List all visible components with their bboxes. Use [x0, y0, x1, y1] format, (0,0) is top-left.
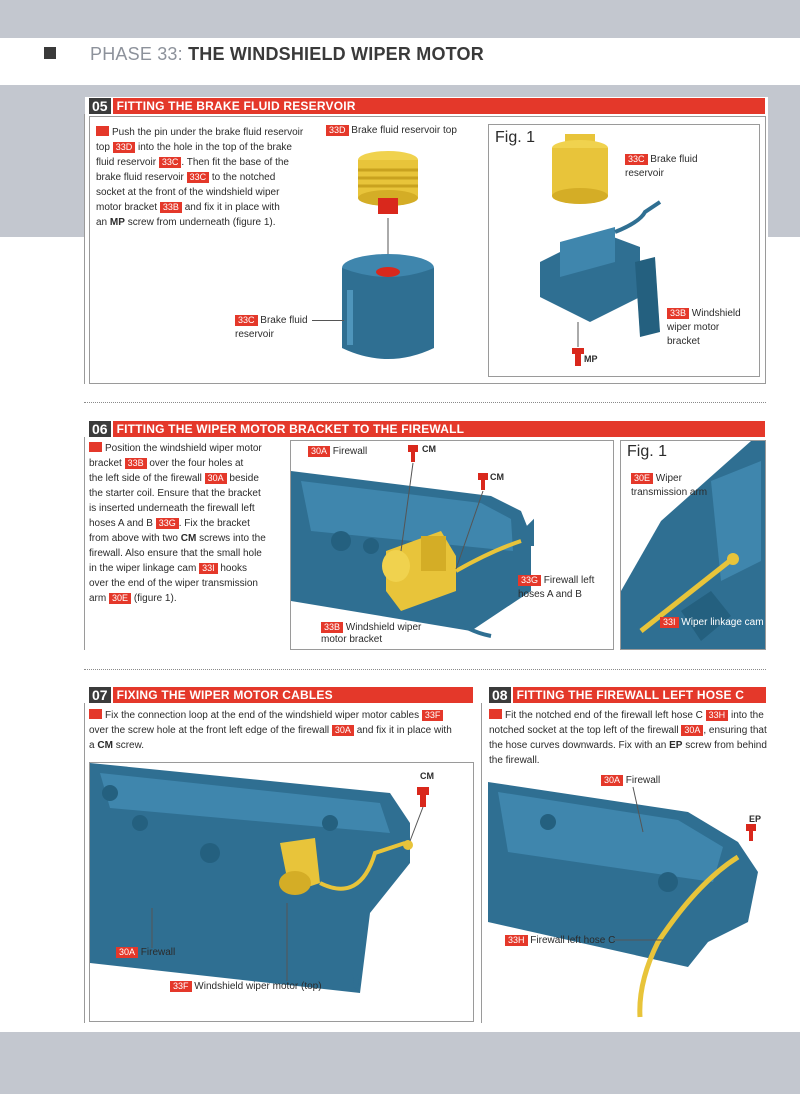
mid-band-left — [0, 85, 85, 237]
firewall-label: 30A Firewall — [601, 774, 660, 788]
top-band — [0, 0, 800, 38]
wiper-arm-illustration — [621, 441, 765, 649]
firewall-label: 30A Firewall — [308, 445, 367, 459]
wiper-arm-label: 30E Wiper transmission arm — [631, 473, 708, 498]
step-05-instructions: Push the pin under the brake fluid reser… — [96, 126, 304, 228]
step-07-instructions: Fix the connection loop at the end of th… — [89, 709, 452, 751]
step-05-frame — [89, 116, 766, 384]
reservoir-illustration — [342, 151, 434, 359]
hoses-label: 33G Firewall left hoses A and B — [518, 575, 595, 600]
divider — [84, 703, 85, 1023]
mid-band — [85, 85, 768, 97]
leader-line — [312, 320, 344, 321]
screw-label-mp: MP — [584, 354, 598, 364]
step-07-header: 07 FIXING THE WIPER MOTOR CABLES — [89, 687, 473, 703]
hose-label: 33H Firewall left hose C — [505, 934, 615, 948]
bracket-label: 33B Windshield wiper motor bracket — [321, 622, 422, 645]
figure-title: Fig. 1 — [627, 443, 668, 460]
step-08-header: 08 FITTING THE FIREWALL LEFT HOSE C — [489, 687, 766, 703]
divider — [84, 437, 85, 650]
reservoir-label: 33C Brake fluid reservoir — [235, 315, 308, 340]
firewall-bracket-illustration — [291, 445, 534, 638]
divider — [481, 703, 482, 1023]
page-title: PHASE 33: THE WINDSHIELD WIPER MOTOR — [90, 44, 484, 64]
fig-bracket-label: 33B Windshield wiper motor bracket — [667, 308, 741, 347]
section-divider — [84, 669, 766, 670]
motor-cable-illustration — [90, 763, 429, 993]
linkage-cam-label: 33I Wiper linkage cam — [660, 616, 764, 630]
screw-label-cm: CM — [490, 472, 504, 482]
screw-label-cm: CM — [422, 444, 436, 454]
step-08-instructions: Fit the notched end of the firewall left… — [489, 709, 767, 766]
figure-title: Fig. 1 — [495, 129, 536, 146]
mid-band-right — [768, 85, 800, 237]
reservoir-top-label: 33D Brake fluid reservoir top — [326, 124, 457, 138]
section-divider — [84, 402, 766, 403]
bottom-band — [0, 1032, 800, 1094]
divider — [84, 114, 85, 384]
firewall-label: 30A Firewall — [116, 946, 175, 960]
phase-marker — [44, 47, 56, 59]
step-06-header: 06 FITTING THE WIPER MOTOR BRACKET TO TH… — [89, 421, 765, 437]
bracket-reservoir-illustration — [540, 134, 662, 366]
step-05-header: 05 FITTING THE BRAKE FLUID RESERVOIR — [89, 98, 765, 114]
step-06-instructions: Position the windshield wiper motor brac… — [89, 442, 266, 604]
fig-reservoir-label: 33C Brake fluid reservoir — [625, 154, 698, 179]
screw-label-ep: EP — [749, 814, 762, 824]
motor-label: 33F Windshield wiper motor (top) — [170, 980, 322, 994]
hose-illustration — [488, 782, 758, 1018]
screw-label-cm: CM — [420, 771, 434, 781]
